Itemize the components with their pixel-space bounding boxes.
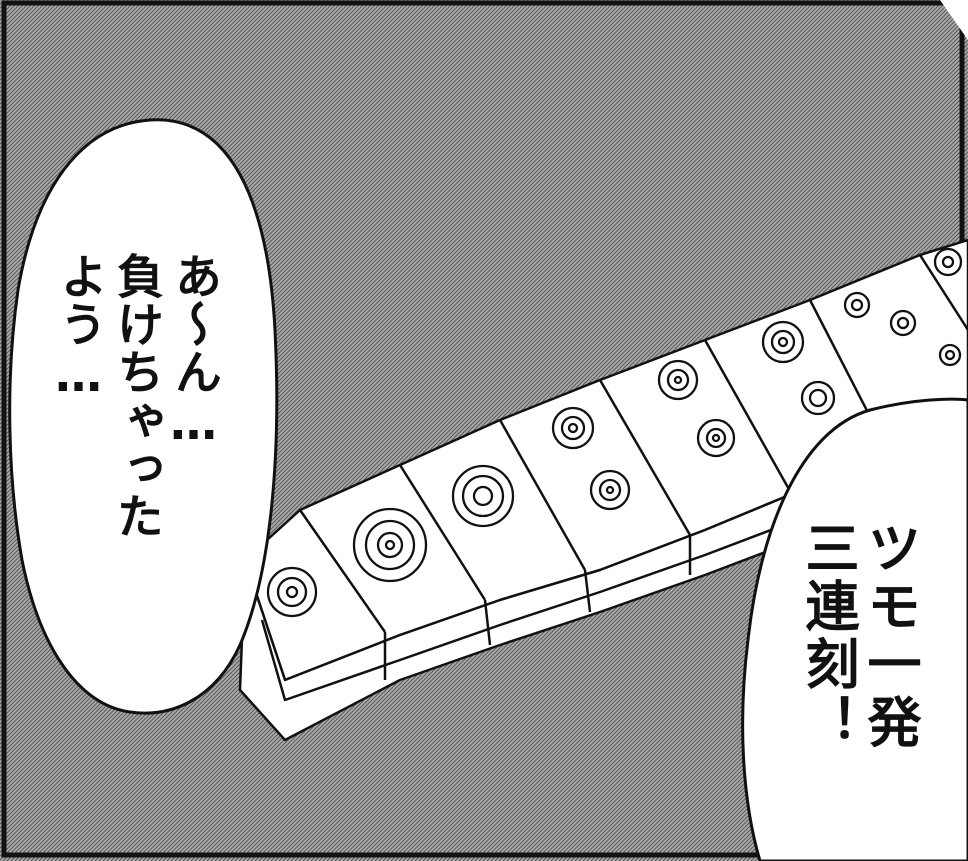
speech-balloon-left xyxy=(8,118,279,715)
speech-balloon-right xyxy=(741,397,968,861)
pin-circle-icon xyxy=(761,320,805,364)
pin-circle-icon xyxy=(266,566,318,618)
speech-left-line-3: よう… xyxy=(51,252,106,404)
tile-separators-front xyxy=(383,499,802,680)
pin-circle-icon xyxy=(843,291,871,319)
pin-circle-icon xyxy=(551,406,595,450)
tile-separators-top xyxy=(298,254,968,633)
tile-circle-marks xyxy=(266,247,963,618)
corner-gutter xyxy=(940,0,968,40)
pin-circle-icon xyxy=(800,380,836,416)
pin-circle-icon xyxy=(933,247,963,277)
speech-left-line-1: あ〜ん… xyxy=(166,252,221,452)
pin-circle-icon xyxy=(938,343,962,367)
speech-right-line-2: 三連刻！ xyxy=(796,520,859,752)
pin-circle-icon xyxy=(696,418,736,458)
speech-right-line-1: ツモ一発 xyxy=(858,520,921,752)
pin-circle-icon xyxy=(657,359,699,401)
speech-left-line-2: 負けちゃった xyxy=(108,252,163,540)
pin-circle-icon xyxy=(451,464,515,528)
pin-circle-icon xyxy=(889,309,917,337)
pin-circle-icon xyxy=(352,507,428,583)
pin-circle-icon xyxy=(589,469,631,511)
